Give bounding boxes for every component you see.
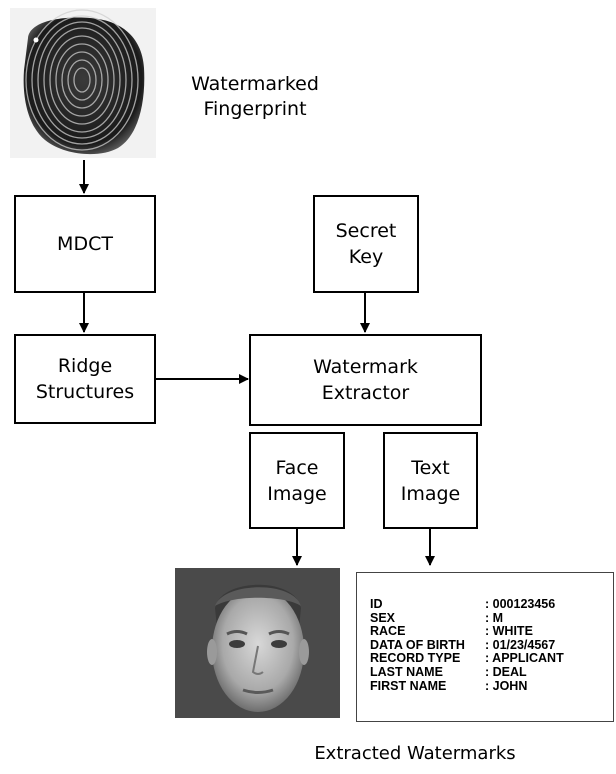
record-field-value: : 000123456 [485,597,556,611]
record-row: DATA OF BIRTH : 01/23/4567 [370,637,564,653]
record-field-name: LAST NAME [370,664,443,679]
record-row: SEX : M [370,610,564,626]
record-field-name: FIRST NAME [370,678,447,693]
watermarked-fingerprint-label: Watermarked Fingerprint [191,73,319,120]
record-row: LAST NAME : DEAL [370,664,564,680]
record-field-value: : DEAL [485,664,527,679]
record-field-value: : 01/23/4567 [485,637,556,652]
record-field-name: RECORD TYPE [370,651,461,666]
ridge-structures-box: Ridge Structures [14,334,156,424]
record-field-name: DATA OF BIRTH [370,637,465,652]
record-field-name: RACE [370,624,406,639]
record-row: RACE : WHITE [370,625,564,639]
extracted-watermarks-caption: Extracted Watermarks [314,743,516,764]
face-image-box: Face Image [249,432,345,529]
secret-key-box: Secret Key [313,195,419,293]
watermark-extractor-box: Watermark Extractor [249,334,482,426]
record-row: FIRST NAME : JOHN [370,678,564,694]
fingerprint-image [10,8,156,158]
mdct-box: MDCT [14,195,156,293]
text-image-box: Text Image [383,432,478,529]
record-field-value: : M [485,610,504,625]
record-field-name: SEX [370,610,396,625]
record-field-value: : APPLICANT [485,651,564,666]
record-field-value: : WHITE [485,624,533,639]
record-row: ID : 000123456 [370,597,564,612]
face-photo [175,568,340,718]
record-row: RECORD TYPE : APPLICANT [370,652,564,666]
record-field-value: : JOHN [485,678,528,693]
record-field-name: ID [370,597,383,611]
